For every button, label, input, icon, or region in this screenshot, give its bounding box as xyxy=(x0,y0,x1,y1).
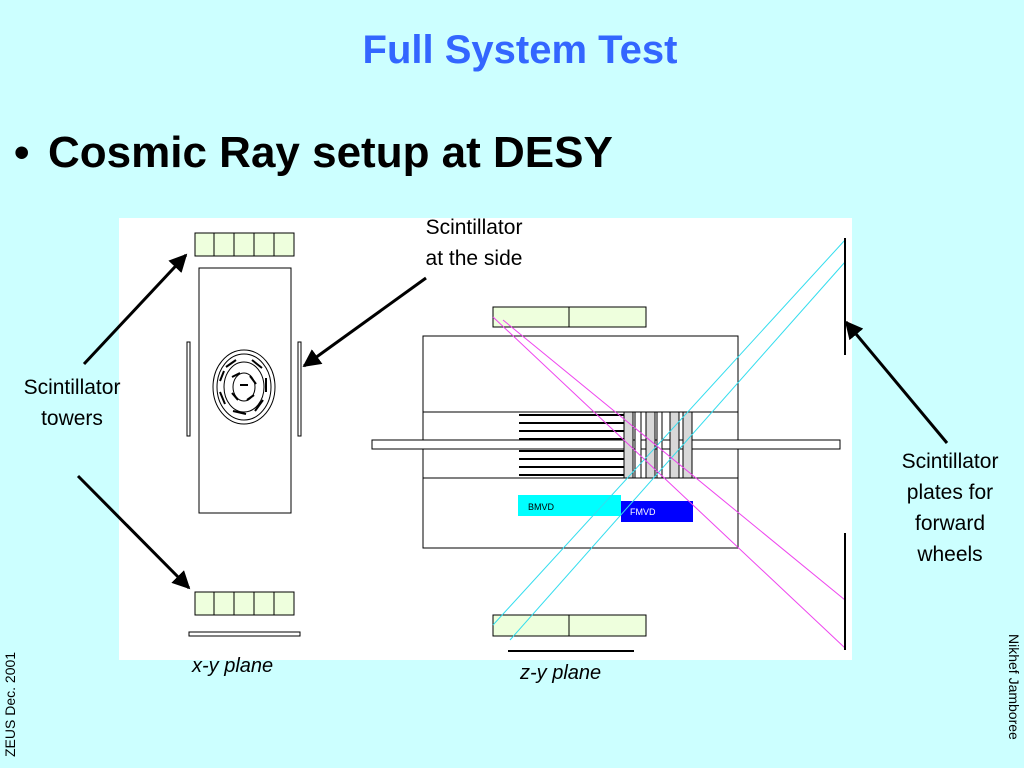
label-side-scintillator: Scintillator at the side xyxy=(404,212,544,274)
top-scintillator-tower xyxy=(194,232,295,257)
bottom-plate xyxy=(188,631,301,637)
label-plates-line-2: plates for xyxy=(906,481,994,504)
right-side-scintillator xyxy=(297,341,302,437)
label-forward-plates: Scintillator plates for forward wheels xyxy=(880,446,1020,570)
xy-plane-label: x-y plane xyxy=(192,655,274,677)
arrow-towers-bottom xyxy=(76,474,191,590)
arrow-side-scintillator xyxy=(302,276,427,368)
bmvd-label: BMVD xyxy=(528,502,555,512)
pointer-arrows xyxy=(76,253,949,590)
bullet-text: Cosmic Ray setup at DESY xyxy=(48,128,613,177)
top-side-scintillator xyxy=(492,306,647,328)
label-side-line-1: Scintillator xyxy=(425,216,523,239)
label-plates-line-4: wheels xyxy=(917,543,983,566)
xy-detector-frame xyxy=(198,267,292,514)
fmvd-box xyxy=(621,501,693,522)
cosmic-tracks-cyan xyxy=(492,239,846,641)
beam-pipe xyxy=(371,439,841,450)
cosmic-tracks-magenta xyxy=(492,316,846,649)
bullet-dot: • xyxy=(14,128,30,177)
zy-plane-label: z-y plane xyxy=(520,662,602,684)
footer-right: Nikhef Jamboree xyxy=(1006,634,1022,740)
bullet-item: • Cosmic Ray setup at DESY xyxy=(14,128,613,178)
label-scintillator-towers: Scintillator towers xyxy=(2,372,142,434)
xy-plane-view xyxy=(186,232,302,637)
footer-left: ZEUS Dec. 2001 xyxy=(2,651,18,757)
fmvd-label: FMVD xyxy=(630,507,656,517)
bottom-side-scintillator xyxy=(492,614,647,637)
label-towers-line-1: Scintillator xyxy=(23,376,121,399)
bottom-scintillator-tower xyxy=(194,591,295,616)
zy-plane-view: BMVD FMVD xyxy=(371,238,846,652)
label-side-line-2: at the side xyxy=(425,247,523,270)
left-side-scintillator xyxy=(186,341,191,437)
arrow-towers-top xyxy=(82,253,188,366)
label-towers-line-2: towers xyxy=(41,407,103,430)
barrel-layers xyxy=(519,414,624,476)
vertex-detector-cross-section xyxy=(212,349,276,425)
label-plates-line-3: forward xyxy=(914,512,986,535)
arrow-forward-plates xyxy=(844,320,949,444)
bmvd-box xyxy=(518,495,621,516)
slide-title: Full System Test xyxy=(362,28,678,72)
label-plates-line-1: Scintillator xyxy=(901,450,999,473)
